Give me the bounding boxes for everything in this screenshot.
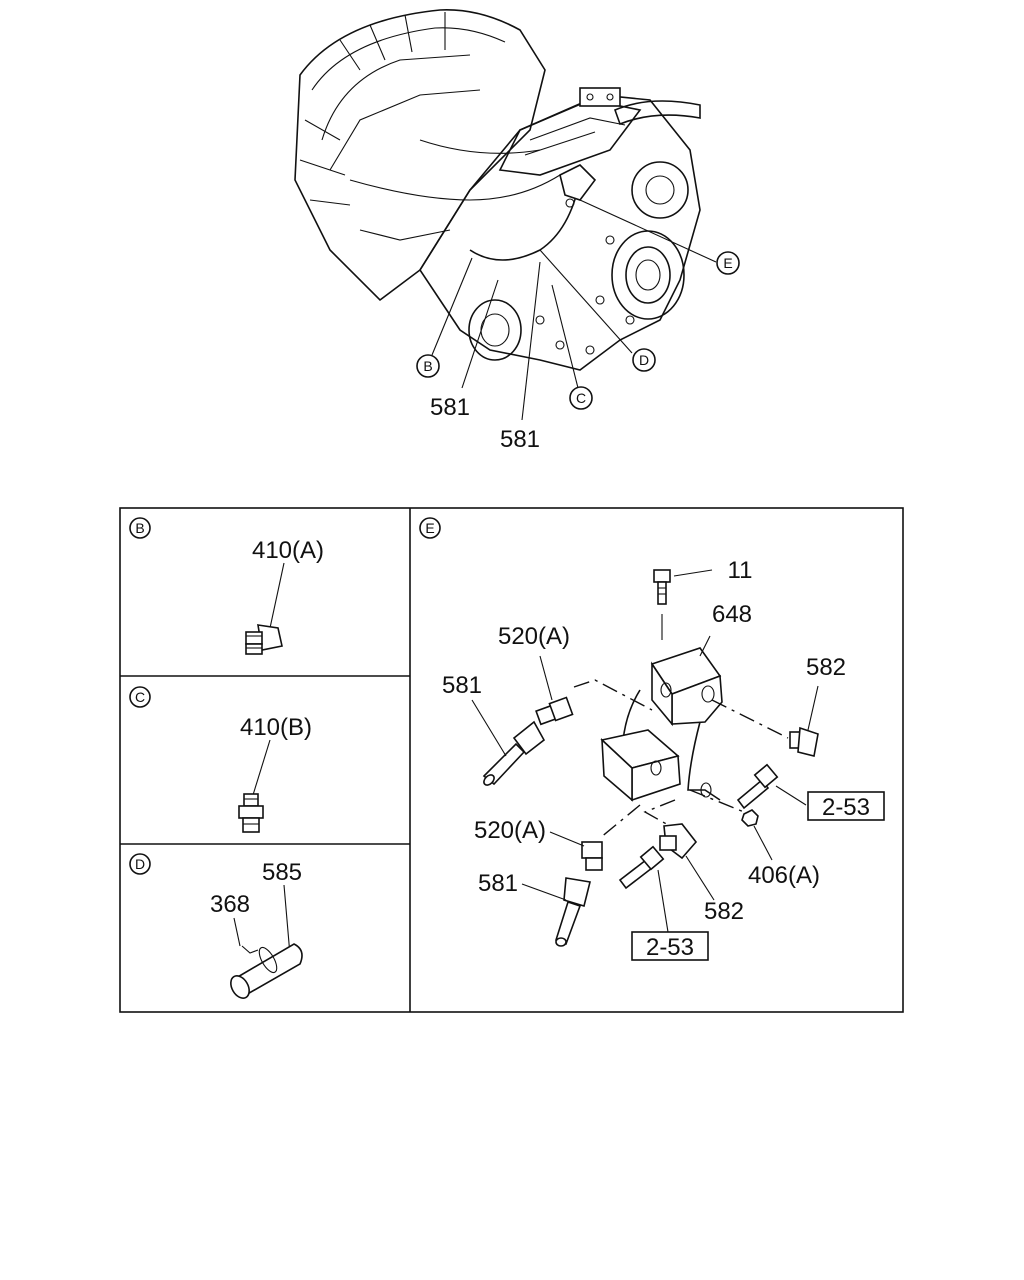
svg-text:E: E — [723, 255, 732, 271]
label-585: 585 — [262, 859, 302, 886]
label-410a: 410(A) — [252, 537, 324, 564]
label-406a: 406(A) — [748, 862, 820, 889]
panel-d-callout: D — [135, 856, 145, 872]
panel-c: C 410(B) — [129, 686, 312, 833]
callout-b: B — [416, 354, 440, 378]
callout-c: C — [569, 386, 593, 410]
hose-581-top — [471, 699, 546, 786]
panel-e-callout: E — [425, 520, 434, 536]
alignment-lines — [573, 679, 789, 839]
label-581-bottom: 581 — [478, 870, 518, 897]
svg-text:C: C — [576, 390, 586, 406]
fitting-520a-top — [535, 655, 574, 726]
label-581-lower: 581 — [500, 426, 540, 453]
detail-panels-frame — [119, 507, 904, 1013]
bolt-11 — [653, 569, 713, 640]
label-582-bottom: 582 — [704, 898, 744, 925]
label-581-upper: 581 — [430, 394, 470, 421]
overview-leader-lines — [431, 199, 717, 421]
svg-text:2-53: 2-53 — [646, 934, 694, 961]
elbow-582-bottom — [659, 823, 715, 901]
label-520a-top: 520(A) — [498, 623, 570, 650]
callout-e: E — [716, 251, 740, 275]
label-410b: 410(B) — [240, 714, 312, 741]
bracket-648 — [600, 635, 723, 802]
screw-bottom — [618, 845, 669, 933]
ref-box-bottom: 2-53 — [631, 931, 709, 961]
svg-text:B: B — [423, 358, 432, 374]
svg-text:D: D — [639, 352, 649, 368]
panel-c-callout: C — [135, 689, 145, 705]
label-11: 11 — [728, 557, 753, 584]
hose-581-bottom — [521, 877, 591, 947]
panel-b-callout: B — [135, 520, 144, 536]
panel-d: D 585 368 — [129, 853, 303, 999]
panel-e: E 11 648 — [419, 517, 885, 961]
label-582-right: 582 — [806, 654, 846, 681]
ref-box-right: 2-53 — [807, 791, 885, 821]
screw-right — [736, 763, 807, 810]
label-368: 368 — [210, 891, 250, 918]
callout-d: D — [632, 348, 656, 372]
label-648: 648 — [712, 601, 752, 628]
fitting-520a-bottom — [549, 831, 603, 871]
nut-406a — [741, 809, 773, 861]
label-581-top: 581 — [442, 672, 482, 699]
elbow-582-right — [789, 685, 819, 757]
label-520a-bottom: 520(A) — [474, 817, 546, 844]
panel-b: B 410(A) — [129, 517, 324, 655]
transmission-assembly-drawing — [294, 9, 701, 371]
svg-text:2-53: 2-53 — [822, 794, 870, 821]
